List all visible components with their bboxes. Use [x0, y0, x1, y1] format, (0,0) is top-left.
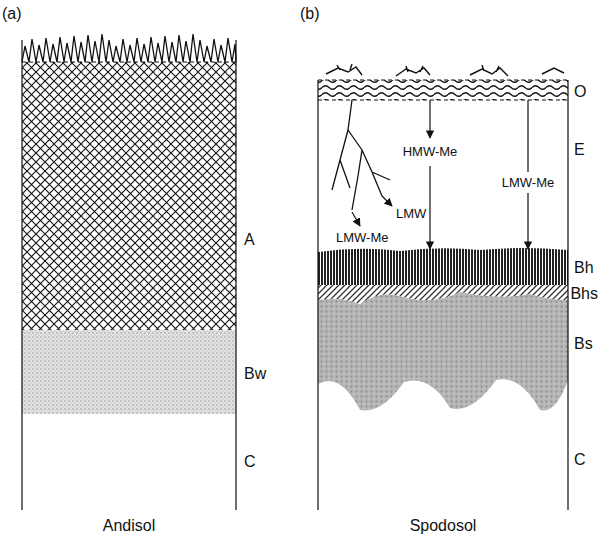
- compound-label: LMW-Me: [334, 230, 390, 245]
- panel-letter: (a): [2, 6, 22, 22]
- horizon-label: C: [574, 452, 586, 468]
- horizon-label: Bw: [244, 366, 266, 382]
- soil-order-name: Andisol: [103, 518, 155, 534]
- compound-label: HMW-Me: [401, 144, 460, 159]
- horizon-label: O: [574, 84, 586, 100]
- horizon-label: Bhs: [570, 286, 598, 302]
- horizon-label: Bs: [574, 336, 593, 352]
- compound-label: LMW: [394, 206, 428, 221]
- panel-letter: (b): [300, 6, 320, 22]
- soil-order-name: Spodosol: [410, 518, 477, 534]
- compound-label: LMW-Me: [500, 175, 556, 190]
- horizon-label: A: [244, 232, 255, 248]
- horizon-label: C: [244, 454, 256, 470]
- horizon-label: E: [574, 142, 585, 158]
- horizon-label: Bh: [574, 260, 594, 276]
